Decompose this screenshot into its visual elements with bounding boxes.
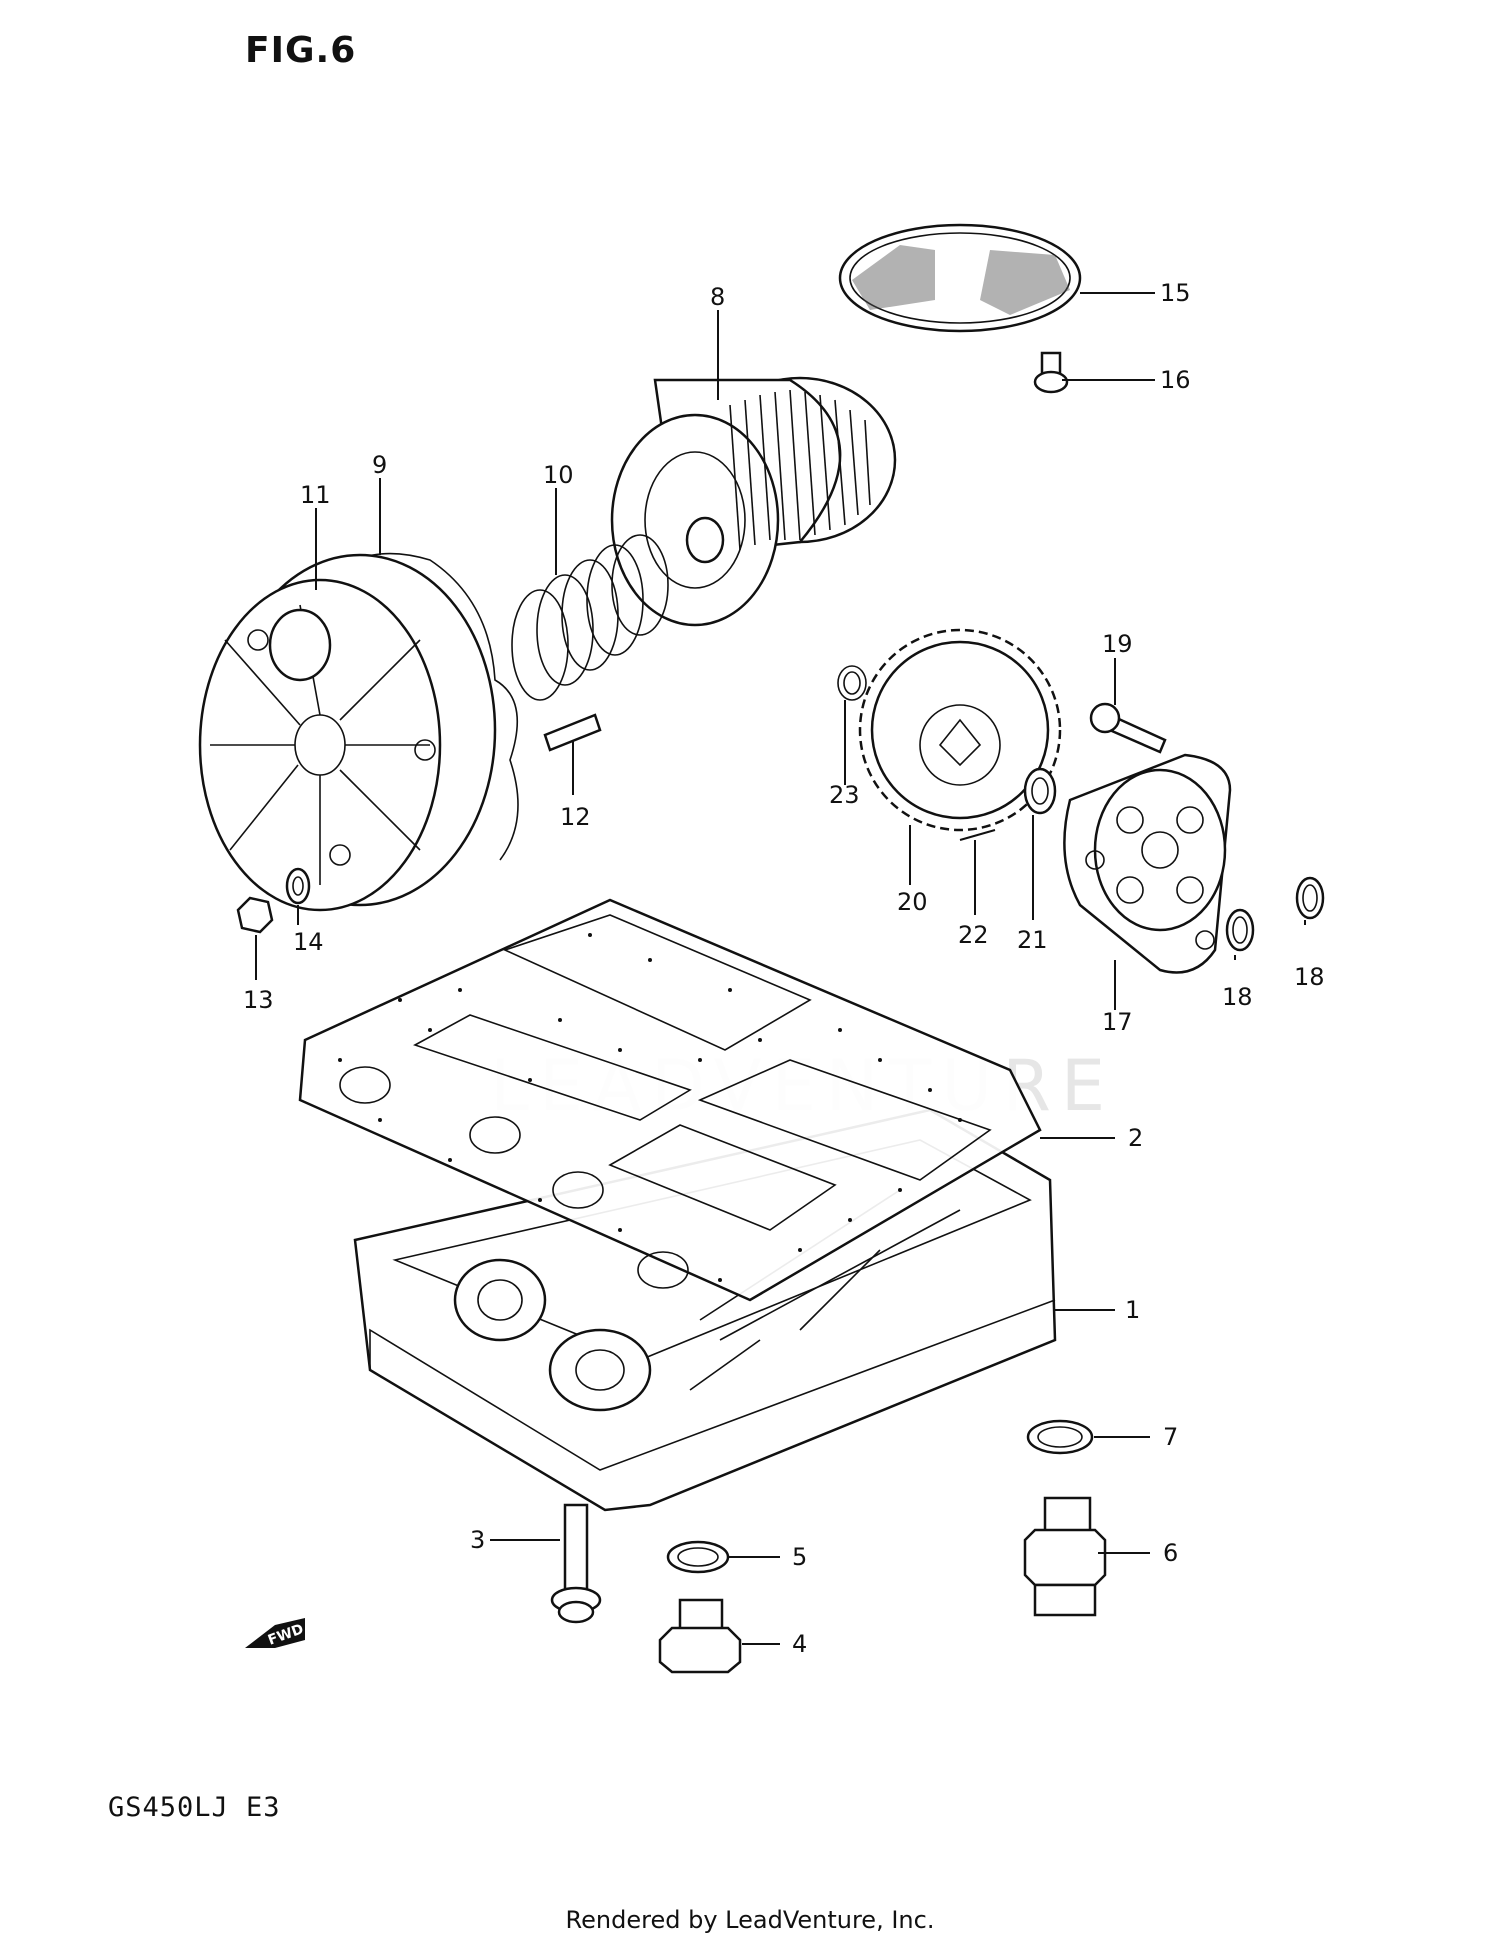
pin-part [959,829,996,841]
callout-9: 9 [372,451,387,479]
callout-13: 13 [243,986,274,1014]
callout-6: 6 [1163,1539,1178,1567]
pump-gear-part [858,628,1062,832]
callout-4: 4 [792,1630,807,1658]
washer-21-part [1023,767,1057,815]
bolt-3-part [550,1503,602,1624]
bolt-19-part [1089,702,1167,754]
callout-2: 2 [1128,1124,1143,1152]
callout-labels: 8 9 10 11 15 16 12 13 14 19 23 20 22 21 … [243,279,1325,1658]
filter-cap-part [198,553,497,912]
callout-12: 12 [560,803,591,831]
callout-22: 22 [958,921,989,949]
leader-lines [255,292,1306,1645]
strainer-part [838,223,1082,333]
callout-10: 10 [543,461,574,489]
footer-credit: Rendered by LeadVenture, Inc. [565,1906,935,1934]
callout-17: 17 [1102,1008,1133,1036]
callout-7: 7 [1163,1423,1178,1451]
callout-23: 23 [829,781,860,809]
o-ring-18b-part [1295,876,1325,920]
oil-pump-part [1063,753,1232,974]
figure-title: FIG.6 [245,30,357,71]
callout-3: 3 [470,1526,485,1554]
callout-18b: 18 [1294,963,1325,991]
drain-plug-part [658,1598,742,1674]
stud-bolt-part [543,713,602,752]
screw-part [1033,351,1069,394]
model-code: GS450LJ E3 [108,1792,281,1823]
union-part [1023,1496,1107,1617]
o-ring-7-part [1026,1419,1094,1455]
callout-16: 16 [1160,366,1191,394]
callout-15: 15 [1160,279,1191,307]
callout-8: 8 [710,283,725,311]
callout-21: 21 [1017,926,1048,954]
o-ring-18a-part [1225,908,1255,952]
callout-11: 11 [300,481,331,509]
o-ring-9-part [344,552,519,861]
fwd-arrow-icon: FWD [245,1618,306,1649]
oil-filter-part [610,376,897,627]
washer-14-part [285,867,311,905]
callout-18a: 18 [1222,983,1253,1011]
callout-1: 1 [1125,1296,1140,1324]
gasket-5-part [666,1540,730,1574]
spring-part [511,534,669,701]
nut-part [236,896,274,934]
callout-20: 20 [897,888,928,916]
oil-pan-gasket-part [298,898,1042,1302]
callout-14: 14 [293,928,324,956]
circlip-part [837,665,867,701]
callout-5: 5 [792,1543,807,1571]
callout-19: 19 [1102,630,1133,658]
